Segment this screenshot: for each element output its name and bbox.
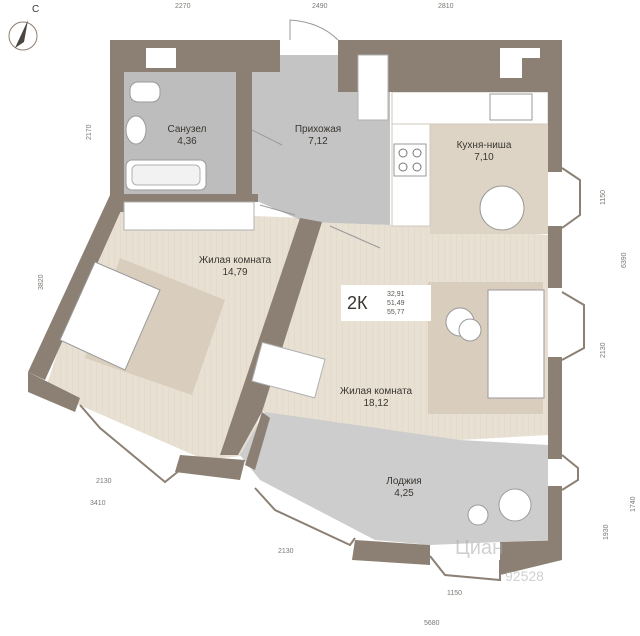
- dim-top-mid: 2490: [312, 3, 328, 10]
- wall-notch-right2: [522, 58, 540, 86]
- dim-right-lower: 1740: [630, 496, 637, 512]
- dim-bottom-right: 1150: [447, 590, 463, 597]
- watermark: Циан: [455, 537, 504, 559]
- dim-top-right: 2810: [438, 3, 454, 10]
- hallway-area: 7,12: [308, 136, 328, 147]
- bedroom-area: 14,79: [222, 267, 248, 278]
- compass: С: [6, 4, 40, 59]
- dim-right-bottom: 1930: [603, 524, 610, 540]
- kitchen-area: 7,10: [474, 152, 494, 163]
- dim-top-left: 2270: [175, 3, 191, 10]
- window-loggia-bottom: [254, 487, 356, 547]
- area-living: 32,91: [387, 290, 405, 298]
- area-total: 55,77: [387, 308, 405, 316]
- dim-right-kitchen: 1150: [600, 189, 607, 205]
- bedroom-name: Жилая комната: [198, 255, 272, 266]
- compass-arrow-icon: [8, 20, 38, 51]
- hallway-label: Прихожая 7,12: [295, 124, 341, 148]
- dim-bottom-left-1: 2130: [96, 478, 112, 485]
- bathroom-area: 4,36: [177, 136, 197, 147]
- dining-table: [479, 185, 525, 231]
- apartment-areas: 32,91 51,49 55,77: [387, 290, 405, 317]
- compass-label: С: [32, 4, 40, 15]
- bedroom-wardrobe: [123, 201, 255, 231]
- hallway-wardrobe: [357, 54, 389, 121]
- loggia-label: Лоджия 4,25: [386, 476, 421, 500]
- hallway-name: Прихожая: [294, 124, 342, 135]
- loggia-area: 4,25: [394, 488, 414, 499]
- bathroom-door: [251, 129, 283, 146]
- window-kitchen: [561, 167, 581, 229]
- sink: [125, 115, 147, 145]
- bed: [59, 261, 161, 371]
- toilet: [129, 81, 161, 103]
- loggia-name: Лоджия: [386, 476, 422, 487]
- living-label: Жилая комната 18,12: [340, 386, 412, 410]
- wall-notch-top: [146, 48, 176, 68]
- living-cabinet: [251, 341, 326, 399]
- watermark-number: 92528: [505, 568, 544, 584]
- dim-left-lower: 3820: [38, 274, 45, 290]
- kitchen-name: Кухня-ниша: [456, 140, 512, 151]
- kitchen-label: Кухня-ниша 7,10: [457, 140, 512, 164]
- bathroom-name: Санузел: [167, 124, 207, 135]
- kitchen-sink: [489, 93, 533, 121]
- area-total-wo: 51,49: [387, 299, 405, 307]
- loggia-table: [467, 504, 489, 526]
- entrance-door: [289, 19, 339, 41]
- loggia-chair: [498, 488, 532, 522]
- window-loggia: [561, 454, 579, 491]
- dim-left-upper: 2170: [86, 124, 93, 140]
- dim-bottom-total: 5680: [424, 620, 440, 627]
- bedroom-label: Жилая комната 14,79: [199, 255, 271, 279]
- dim-right-upper: 6390: [621, 252, 628, 268]
- window-bedroom: [79, 404, 181, 484]
- dim-bottom-mid: 2130: [278, 548, 294, 555]
- dim-bottom-left-2: 3410: [90, 500, 106, 507]
- sofa: [487, 289, 545, 399]
- coffee-table-2: [458, 318, 482, 342]
- hallway-floor: [250, 55, 390, 225]
- living-name: Жилая комната: [339, 386, 413, 397]
- window-loggia-bottom-right: [429, 555, 501, 582]
- window-living: [561, 291, 585, 361]
- living-area: 18,12: [363, 398, 389, 409]
- living-door: [329, 225, 381, 249]
- bathtub-inner: [131, 164, 201, 186]
- bedroom-door: [259, 204, 296, 216]
- apartment-type: 2К: [347, 292, 368, 313]
- apartment-badge: 2К 32,91 51,49 55,77: [341, 285, 431, 321]
- stove: [393, 143, 427, 177]
- dim-right-mid: 2130: [600, 342, 607, 358]
- bathroom-label: Санузел 4,36: [168, 124, 207, 148]
